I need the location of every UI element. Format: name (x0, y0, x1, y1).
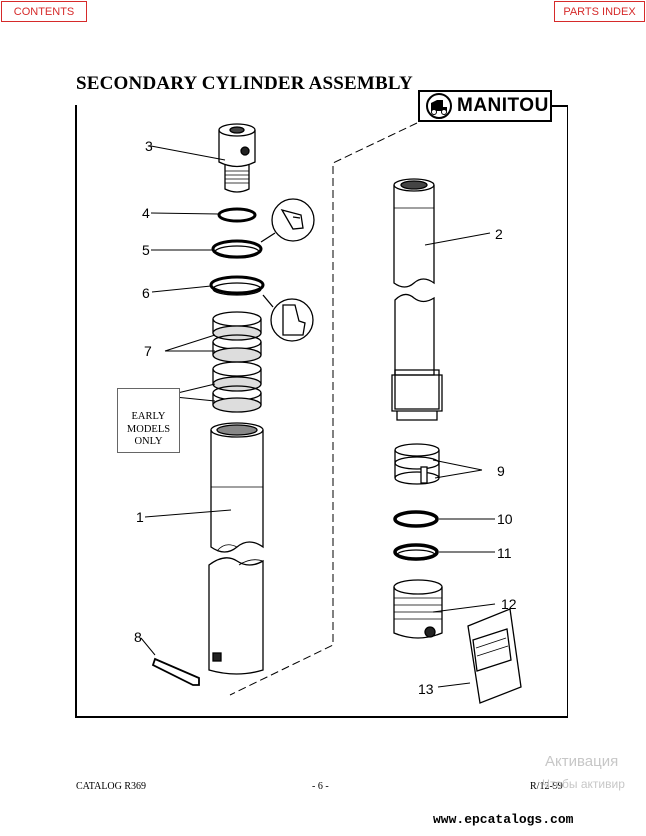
part-7-rings-early (212, 361, 262, 413)
callout-5: 5 (142, 242, 150, 258)
manitou-logo: MANITOU (418, 90, 552, 122)
part-2-rod-upper (393, 178, 435, 288)
part-11-seal (393, 543, 439, 561)
part-5-seal (211, 239, 263, 259)
callout-7-upper: 7 (144, 343, 152, 359)
part-13-seal-kit-card (467, 608, 522, 704)
part-12-piston (393, 579, 443, 639)
brand-name: MANITOU (457, 95, 549, 116)
early-models-note: EARLY MODELS ONLY (117, 388, 180, 453)
callout-13: 13 (418, 681, 434, 697)
early-line: EARLY (131, 411, 166, 422)
part-2-rod-lower (391, 293, 443, 421)
part-4-ring (217, 207, 257, 223)
callout-12: 12 (501, 596, 517, 612)
callout-8: 8 (134, 629, 142, 645)
parts-index-button[interactable]: PARTS INDEX (554, 1, 645, 22)
seal-detail-circle-upper (260, 198, 315, 243)
seal-detail-circle-lower (262, 294, 314, 342)
part-3-fitting (218, 123, 256, 193)
only-line: ONLY (134, 436, 163, 447)
part-1-tube-upper (210, 422, 264, 553)
part-1-tube-lower (208, 557, 264, 675)
models-line: MODELS (126, 423, 171, 435)
callout-1: 1 (136, 509, 144, 525)
callout-2: 2 (495, 226, 503, 242)
activation-watermark-line2: Чтобы активир (542, 777, 625, 791)
part-10-seal (393, 510, 439, 528)
part-9-bearing (394, 443, 440, 485)
activation-watermark-line1: Активация (545, 753, 619, 770)
forklift-logo-icon (426, 93, 452, 119)
part-7-rings-upper (212, 311, 262, 363)
footer-catalog: CATALOG R369 (76, 781, 147, 792)
callout-10: 10 (497, 511, 513, 527)
contents-button[interactable]: CONTENTS (1, 1, 87, 22)
site-url: www.epcatalogs.com (433, 812, 574, 827)
callout-11: 11 (497, 545, 512, 561)
callout-6: 6 (142, 285, 150, 301)
footer-revision: R/12-99 (530, 781, 563, 792)
callout-3: 3 (145, 138, 153, 154)
callout-4: 4 (142, 205, 150, 221)
part-8-hex-key (151, 657, 200, 686)
page-title: SECONDARY CYLINDER ASSEMBLY (76, 73, 413, 94)
part-6-ring (209, 275, 265, 296)
callout-9: 9 (497, 463, 505, 479)
footer-page-number: - 6 - (312, 781, 329, 792)
